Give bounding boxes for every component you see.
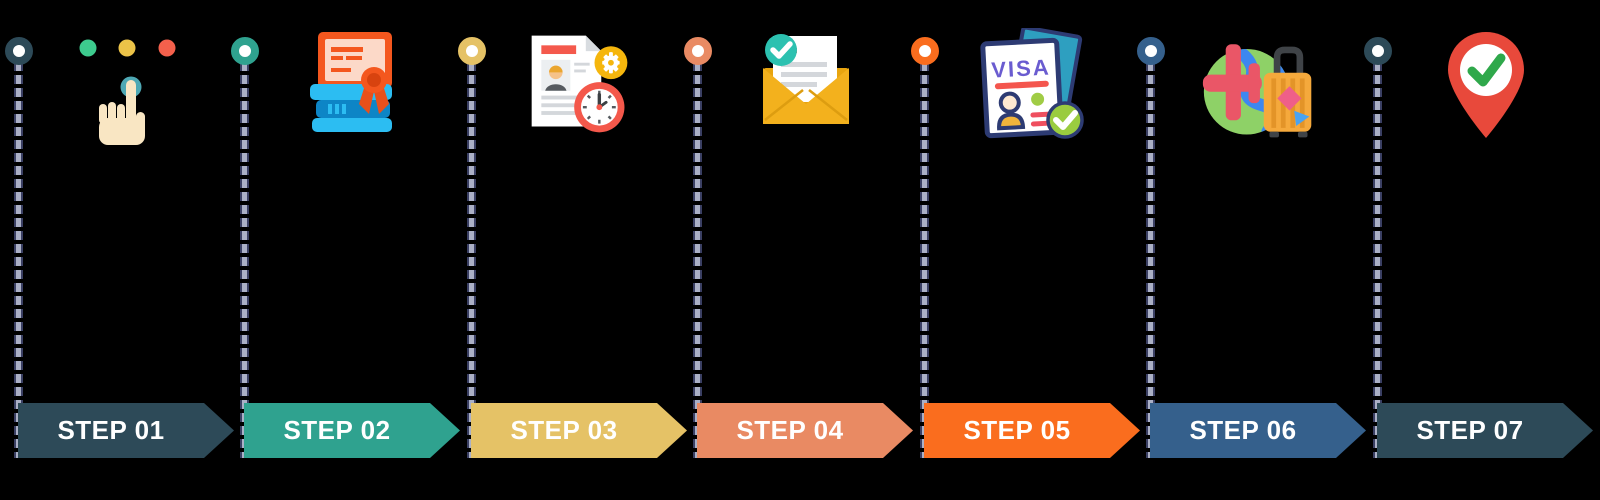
step-label: STEP 01 bbox=[57, 415, 165, 445]
timeline-dashed-line bbox=[1373, 62, 1382, 458]
tap-gesture-graphic bbox=[79, 39, 176, 145]
step-label: STEP 07 bbox=[1416, 415, 1524, 445]
step-banner: STEP 03 bbox=[471, 403, 687, 458]
timeline-node bbox=[1364, 37, 1392, 65]
travel-globe-luggage-graphic bbox=[1202, 44, 1312, 138]
step-banner: STEP 05 bbox=[924, 403, 1140, 458]
step-column-2: STEP 02 bbox=[231, 0, 460, 500]
step-column-6: STEP 06 bbox=[1137, 0, 1366, 500]
step-banner: STEP 06 bbox=[1150, 403, 1366, 458]
step-label: STEP 02 bbox=[283, 415, 391, 445]
destination-check-pin-graphic bbox=[1448, 32, 1524, 138]
timeline-dashed-line bbox=[920, 62, 929, 458]
timeline-node bbox=[231, 37, 259, 65]
step-banner: STEP 02 bbox=[244, 403, 460, 458]
step-banner: STEP 07 bbox=[1377, 403, 1593, 458]
visa-approved-graphic: VISA bbox=[980, 28, 1084, 139]
tap-gesture-icon bbox=[69, 28, 185, 153]
books-certificate-graphic bbox=[310, 32, 392, 132]
offer-letter-envelope-icon bbox=[748, 28, 864, 153]
destination-check-pin-icon bbox=[1428, 28, 1544, 153]
books-certificate-icon bbox=[295, 28, 411, 153]
timeline-dashed-line bbox=[693, 62, 702, 458]
step-column-1: STEP 01 bbox=[5, 0, 234, 500]
timeline-dashed-line bbox=[240, 62, 249, 458]
timeline-node bbox=[684, 37, 712, 65]
step-column-3: STEP 03 bbox=[458, 0, 687, 500]
step-banner: STEP 04 bbox=[697, 403, 913, 458]
svg-text:VISA: VISA bbox=[991, 54, 1052, 82]
step-column-4: STEP 04 bbox=[684, 0, 913, 500]
timeline-dashed-line bbox=[14, 62, 23, 458]
step-column-7: STEP 07 bbox=[1364, 0, 1593, 500]
step-label: STEP 03 bbox=[510, 415, 618, 445]
timeline-dashed-line bbox=[467, 62, 476, 458]
travel-globe-luggage-icon bbox=[1201, 28, 1317, 153]
timeline-node bbox=[911, 37, 939, 65]
timeline-node bbox=[1137, 37, 1165, 65]
step-banner: STEP 01 bbox=[18, 403, 234, 458]
timeline-dashed-line bbox=[1146, 62, 1155, 458]
step-label: STEP 05 bbox=[963, 415, 1071, 445]
resume-clock-gear-icon bbox=[522, 28, 638, 153]
timeline-node bbox=[458, 37, 486, 65]
step-column-5: VISA STEP 05 bbox=[911, 0, 1140, 500]
timeline-node bbox=[5, 37, 33, 65]
step-label: STEP 04 bbox=[736, 415, 844, 445]
step-label: STEP 06 bbox=[1189, 415, 1297, 445]
offer-letter-envelope-graphic bbox=[763, 34, 849, 124]
visa-approved-icon: VISA bbox=[975, 28, 1091, 153]
resume-clock-gear-graphic bbox=[531, 35, 628, 133]
